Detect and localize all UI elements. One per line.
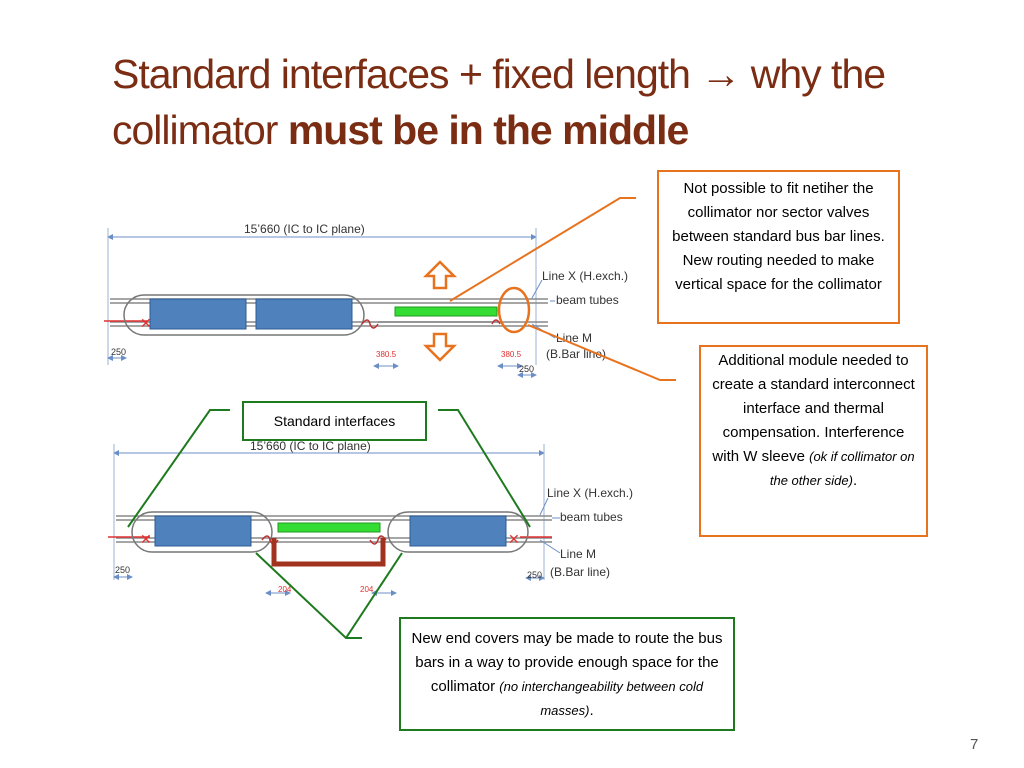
svg-text:✕: ✕ [508, 531, 520, 547]
callout-new-end-covers-note: (no interchangeability between cold mass… [499, 679, 704, 718]
top-magnet-2 [255, 298, 353, 330]
callout-connector-endcover-right [345, 552, 403, 639]
callout-additional-module-text: Additional module needed to create a sta… [712, 352, 915, 465]
callout-additional-module-note: (ok if collimator on the other side) [769, 449, 915, 488]
callout-connector-standard-left [127, 409, 230, 528]
bottom-cryostat-right [387, 511, 529, 553]
bottom-dim-left: 250 [115, 565, 130, 575]
svg-text:✕: ✕ [140, 315, 152, 331]
callout-new-end-covers-text: New end covers may be made to route the … [411, 630, 723, 695]
arrow-up-icon [422, 260, 458, 290]
title-line-1: Standard interfaces + fixed length → why… [112, 51, 886, 97]
callout-additional-module: Additional module needed to create a sta… [699, 345, 928, 537]
slide-title: Standard interfaces + fixed length → why… [112, 46, 992, 158]
arrow-down-icon [422, 332, 458, 362]
top-dim-a: 380.5 [376, 350, 397, 359]
top-dim-b: 380.5 [501, 350, 522, 359]
callout-not-possible-text: Not possible to fit netiher the collimat… [672, 180, 885, 293]
top-cryostat [123, 294, 365, 336]
bottom-dim-right: 250 [527, 570, 542, 580]
top-dim-right: 250 [519, 364, 534, 374]
bottom-label-line-m: Line M [560, 547, 596, 561]
bottom-magnet-right [409, 515, 507, 547]
callout-additional-module-end: . [852, 472, 858, 489]
title-line-2-bold: must be in the middle [287, 107, 689, 153]
callout-new-end-covers: New end covers may be made to route the … [399, 617, 735, 731]
svg-text:✕: ✕ [140, 531, 152, 547]
top-dim-left: 250 [111, 347, 126, 357]
bottom-label-beam-tubes: beam tubes [560, 510, 623, 524]
callout-connector-standard-right [438, 409, 531, 528]
bottom-magnet-left [154, 515, 252, 547]
top-label-beam-tubes: beam tubes [556, 293, 619, 307]
bottom-span-label: 15’660 (IC to IC plane) [250, 439, 371, 453]
top-drawing: 15’660 (IC to IC plane) ✕ 250 380.5 380.… [104, 197, 676, 381]
top-span-label: 15’660 (IC to IC plane) [244, 222, 365, 236]
callout-standard-interfaces: Standard interfaces [242, 401, 427, 441]
top-label-line-x: Line X (H.exch.) [542, 269, 628, 283]
top-collimator [394, 306, 498, 317]
top-magnet-1 [149, 298, 247, 330]
callout-not-possible: Not possible to fit netiher the collimat… [657, 170, 900, 324]
callout-new-end-covers-end: . [589, 702, 594, 719]
bottom-collimator [277, 522, 381, 533]
bottom-dim-a: 204 [278, 585, 292, 594]
bottom-label-line-x: Line X (H.exch.) [547, 486, 633, 500]
bottom-cryostat-left [131, 511, 273, 553]
callout-connector-top [449, 197, 636, 302]
bottom-label-bbar: (B.Bar line) [550, 565, 610, 579]
bottom-drawing: 15’660 (IC to IC plane) ✕ ✕ 250 204 204 … [108, 409, 633, 639]
slide-number: 7 [970, 736, 979, 753]
bottom-bus-bar-route [271, 538, 386, 567]
bottom-dim-b: 204 [360, 585, 374, 594]
title-line-2-plain: collimator [112, 107, 288, 153]
callout-connector-module [527, 324, 676, 381]
callout-standard-interfaces-text: Standard interfaces [273, 413, 396, 429]
top-interconnect-ellipse [497, 286, 531, 334]
